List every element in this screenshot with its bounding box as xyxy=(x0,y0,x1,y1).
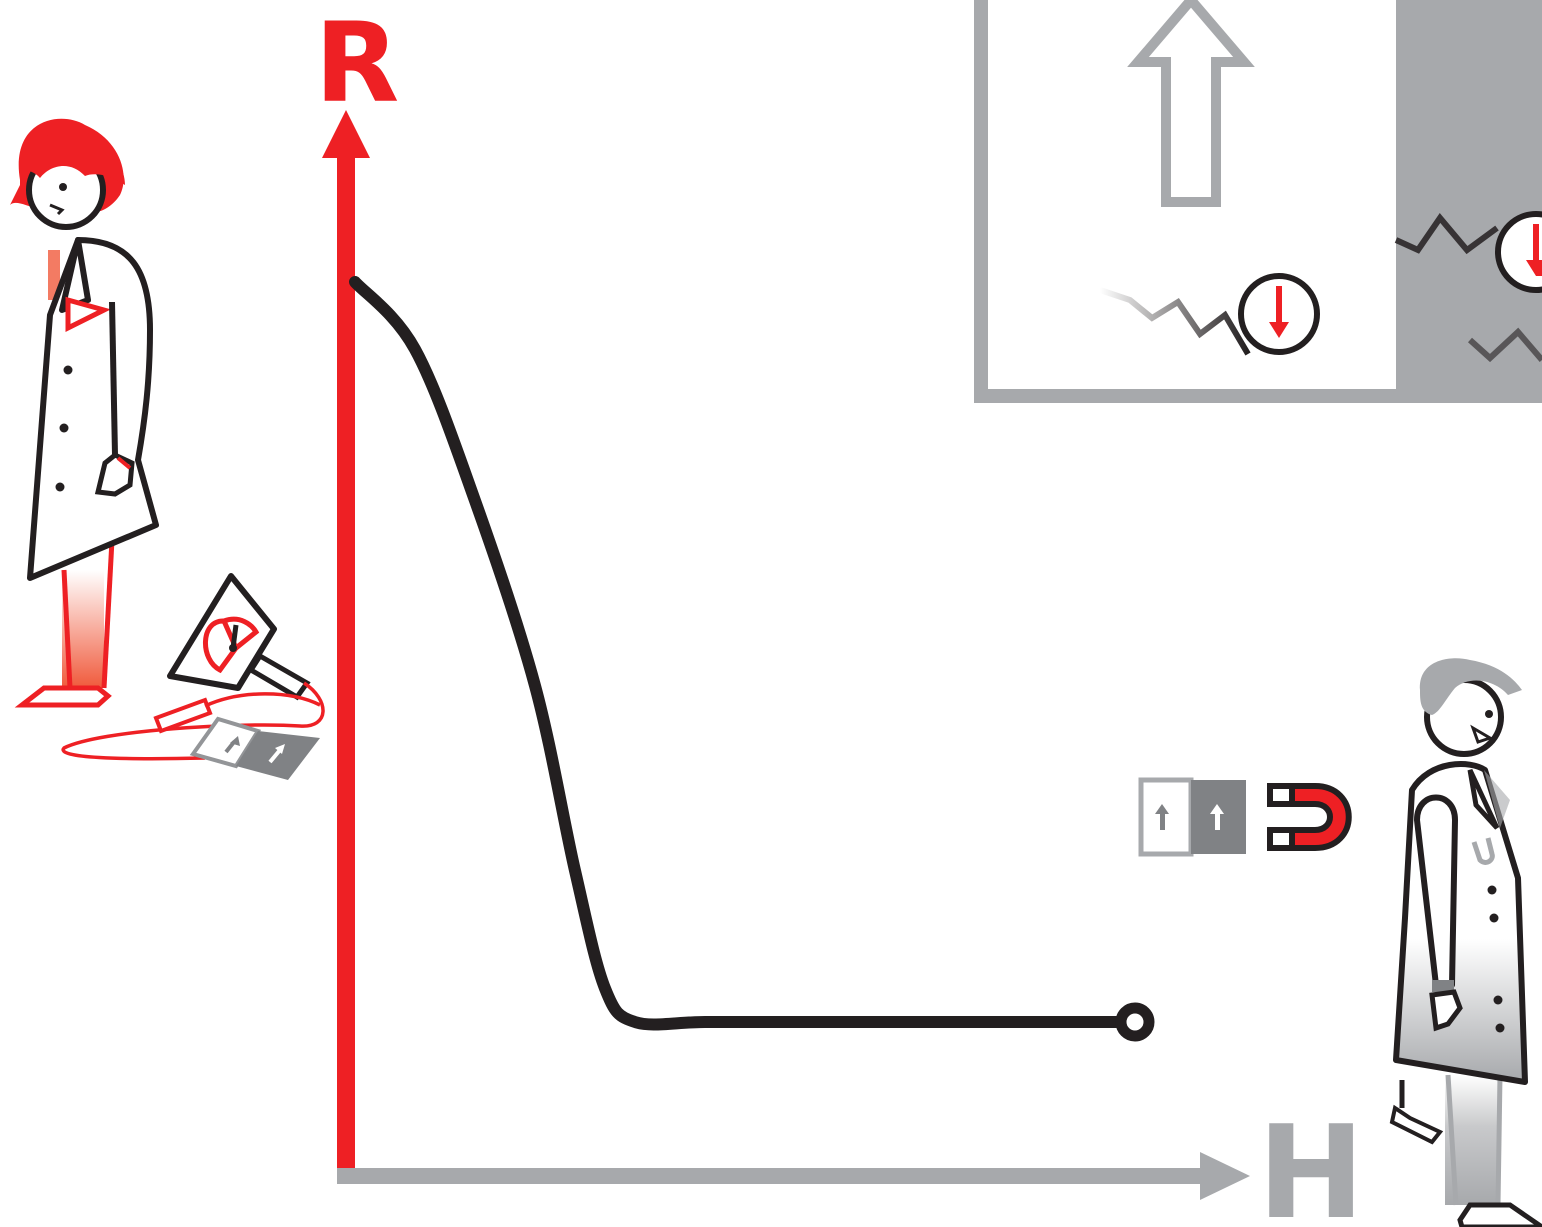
zigzag-electron-path-icon xyxy=(1100,290,1248,354)
x-axis-label: H xyxy=(1257,1099,1364,1227)
male-scientist-icon xyxy=(1392,658,1542,1227)
magnetic-sample-icon xyxy=(193,719,320,780)
spin-up-arrow-icon xyxy=(1138,0,1244,202)
horseshoe-magnet-icon xyxy=(1270,786,1349,848)
magnetic-sample-icon xyxy=(1141,780,1246,854)
y-axis-label: R xyxy=(315,0,400,127)
curve-end-marker xyxy=(1121,1008,1149,1036)
multilayer-inset-panel xyxy=(981,0,1542,396)
x-axis-arrowhead xyxy=(1200,1152,1250,1200)
spin-down-arrow-icon xyxy=(1241,276,1317,352)
female-scientist-icon xyxy=(10,119,156,705)
